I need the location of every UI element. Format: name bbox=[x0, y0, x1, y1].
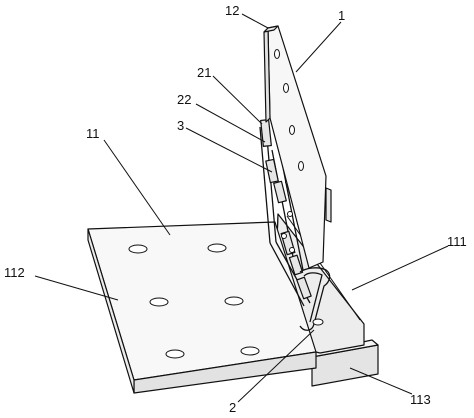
label-21: 21 bbox=[197, 65, 211, 80]
reference-labels: 12 1 21 22 3 11 112 111 113 2 bbox=[4, 3, 467, 415]
plate-hole bbox=[298, 161, 304, 171]
label-113: 113 bbox=[410, 392, 431, 407]
label-111: 111 bbox=[447, 234, 467, 249]
label-3: 3 bbox=[177, 118, 184, 133]
base-hole bbox=[165, 349, 185, 359]
label-22: 22 bbox=[177, 92, 191, 107]
base-hole bbox=[224, 296, 244, 306]
label-11: 11 bbox=[86, 126, 100, 141]
label-112: 112 bbox=[4, 265, 25, 280]
label-12: 12 bbox=[225, 3, 239, 18]
label-1: 1 bbox=[338, 8, 345, 23]
leader-lines bbox=[34, 13, 449, 403]
upright-plate-shape bbox=[263, 25, 332, 269]
base-hole bbox=[128, 244, 148, 254]
plate-hole bbox=[283, 83, 289, 93]
base-hole bbox=[240, 346, 260, 356]
base-plate-shape bbox=[87, 221, 317, 394]
plate-hole bbox=[289, 125, 295, 135]
base-hole bbox=[149, 297, 169, 307]
label-2: 2 bbox=[229, 400, 236, 415]
plate-hole bbox=[274, 49, 280, 59]
base-hole bbox=[207, 243, 227, 253]
